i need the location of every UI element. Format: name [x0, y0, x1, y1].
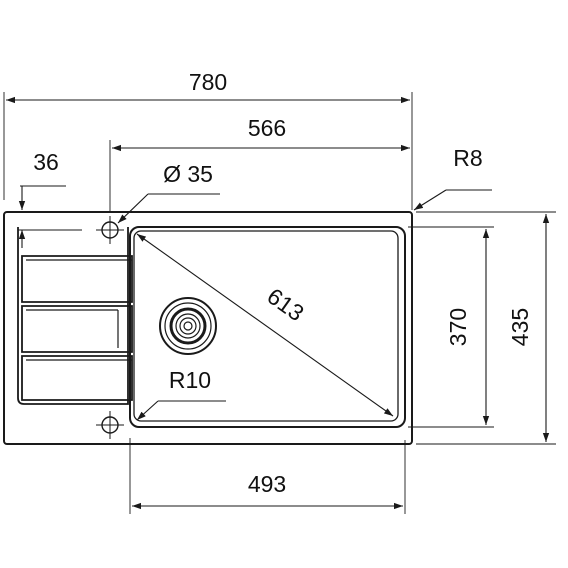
- dim-drainer-offset-label: 36: [33, 149, 59, 175]
- drainer-rib-bottom: [21, 355, 133, 401]
- tap-hole-bottom-icon: [96, 411, 124, 439]
- sink-outline: [3, 211, 413, 445]
- drainer-ribs: [21, 255, 133, 401]
- dim-tap-hole-diameter-label: Ø 35: [163, 161, 213, 187]
- dim-inner-width-label: 566: [248, 115, 286, 141]
- dim-corner-radius-outer: R8: [413, 145, 492, 211]
- dim-overall-depth: 435: [416, 211, 556, 445]
- drainer-rib-middle: [21, 305, 133, 353]
- sink-outer-edge: [3, 211, 413, 445]
- dim-corner-radius-outer-label: R8: [453, 145, 482, 171]
- dim-overall-width: 780: [3, 69, 413, 210]
- dim-bowl-depth: 370: [408, 226, 494, 428]
- dim-inner-width: 566: [109, 115, 410, 212]
- dim-bowl-corner-radius-label: R10: [169, 367, 211, 393]
- tap-hole-top-icon: [96, 216, 124, 244]
- dim-bowl-depth-label: 370: [445, 308, 471, 346]
- drainer-rib-top: [21, 255, 133, 303]
- bowl-inner-rim: [133, 230, 399, 422]
- dim-tap-hole-diameter: Ø 35: [117, 161, 220, 224]
- bowl-outline: [129, 226, 406, 428]
- dim-bowl-width-label: 493: [248, 471, 286, 497]
- drainer-rib-middle-inner: [26, 309, 119, 348]
- drain-strainer-icon: [159, 297, 217, 355]
- dim-overall-depth-label: 435: [507, 308, 533, 346]
- dim-bowl-diagonal-label: 613: [262, 283, 308, 326]
- dim-overall-width-label: 780: [189, 69, 227, 95]
- drainer-area-outline: [17, 227, 129, 405]
- dim-drainer-offset: 36: [18, 149, 82, 248]
- dim-bowl-corner-radius: R10: [136, 367, 226, 421]
- dim-bowl-width: 493: [129, 438, 406, 514]
